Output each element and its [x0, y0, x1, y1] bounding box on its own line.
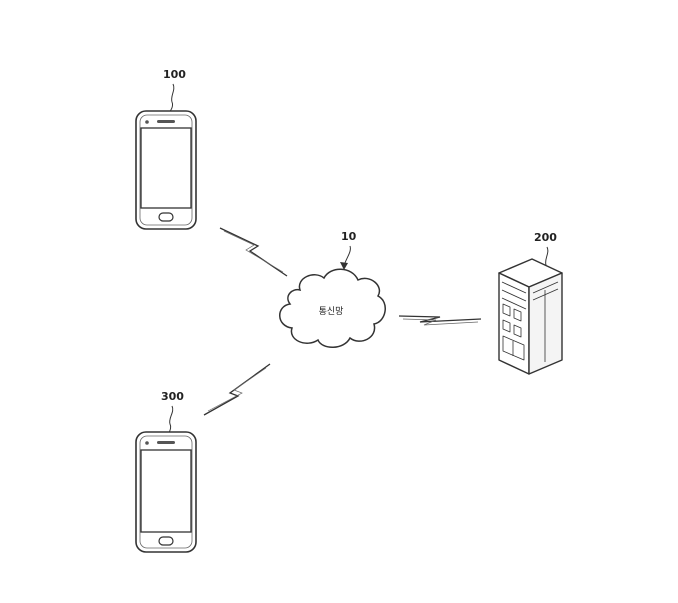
- arrow-head-10: [340, 262, 348, 270]
- wireless-link-bottom-icon: [203, 363, 271, 416]
- wireless-link-top-shadow: [223, 230, 284, 273]
- ref-label-200: 200: [534, 231, 557, 244]
- ref-label-300: 300: [161, 390, 184, 403]
- server-200-icon: [498, 258, 563, 375]
- cloud-icon: [279, 268, 386, 348]
- network-label: 통신망: [319, 306, 344, 317]
- phone-100-icon: [135, 110, 197, 230]
- ref-label-10: 10: [341, 230, 357, 243]
- ref-label-100: 100: [163, 68, 186, 81]
- wireless-link-server-shadow: [402, 318, 479, 326]
- phone-300-icon: [135, 431, 197, 553]
- wireless-link-bottom-shadow: [207, 367, 267, 412]
